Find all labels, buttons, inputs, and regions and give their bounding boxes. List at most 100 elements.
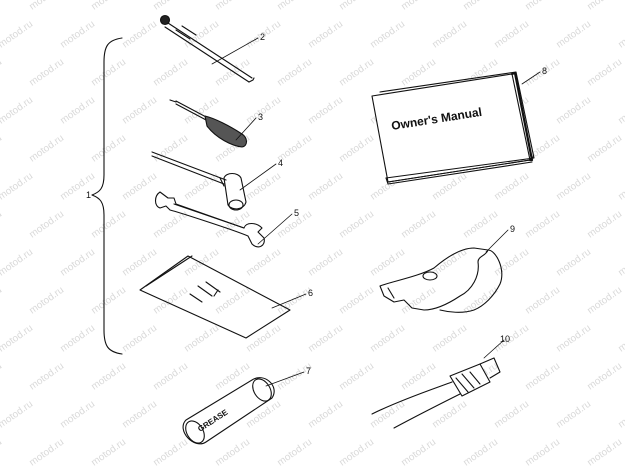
- watermark-text: motod.ru: [554, 399, 593, 431]
- callout-9: 9: [510, 224, 515, 234]
- callout-6: 6: [308, 288, 313, 298]
- watermark-text: motod.ru: [0, 0, 4, 12]
- watermark-text: motod.ru: [337, 285, 376, 317]
- watermark-text: motod.ru: [616, 171, 625, 203]
- watermark-text: motod.ru: [151, 437, 190, 468]
- watermark-text: motod.ru: [337, 0, 376, 12]
- watermark-text: motod.ru: [585, 57, 624, 89]
- callout-7: 7: [306, 366, 311, 376]
- watermark-text: motod.ru: [399, 57, 438, 89]
- callout-4: 4: [278, 158, 283, 168]
- watermark-text: motod.ru: [27, 57, 66, 89]
- watermark-text: motod.ru: [27, 437, 66, 468]
- watermark-text: motod.ru: [89, 285, 128, 317]
- watermark-text: motod.ru: [120, 323, 159, 355]
- watermark-text: motod.ru: [306, 171, 345, 203]
- watermark-text: motod.ru: [616, 247, 625, 279]
- leader-lines: [211, 37, 541, 387]
- watermark-text: motod.ru: [27, 285, 66, 317]
- watermark-text: motod.ru: [492, 171, 531, 203]
- callout-10: 10: [500, 334, 510, 344]
- watermark-text: motod.ru: [306, 323, 345, 355]
- watermark-text: motod.ru: [275, 437, 314, 468]
- watermark-text: motod.ru: [368, 323, 407, 355]
- watermark-text: motod.ru: [492, 19, 531, 51]
- watermark-text: motod.ru: [151, 209, 190, 241]
- watermark-text: motod.ru: [554, 247, 593, 279]
- watermark-text: motod.ru: [182, 323, 221, 355]
- watermark-text: motod.ru: [213, 285, 252, 317]
- watermark-text: motod.ru: [89, 0, 128, 12]
- watermark-text: motod.ru: [337, 133, 376, 165]
- watermark-text: motod.ru: [58, 399, 97, 431]
- watermark-text: motod.ru: [585, 437, 624, 468]
- watermark-text: motod.ru: [368, 19, 407, 51]
- watermark-text: motod.ru: [213, 0, 252, 12]
- grease-tube: [182, 377, 275, 445]
- watermark-text: motod.ru: [0, 437, 4, 468]
- watermark-text: motod.ru: [0, 323, 35, 355]
- watermark-text: motod.ru: [275, 57, 314, 89]
- watermark-text: motod.ru: [337, 209, 376, 241]
- open-end-wrench: [154, 191, 265, 248]
- watermark-text: motod.ru: [616, 323, 625, 355]
- watermark-text: motod.ru: [120, 171, 159, 203]
- watermark-text: motod.ru: [585, 0, 624, 12]
- screwdriver: [169, 99, 248, 148]
- watermark-text: motod.ru: [0, 399, 35, 431]
- watermark-text: motod.ru: [58, 323, 97, 355]
- watermark-text: motod.ru: [244, 171, 283, 203]
- watermark-text: motod.ru: [27, 133, 66, 165]
- callout-1: 1: [86, 190, 91, 200]
- watermark-text: motod.ru: [120, 19, 159, 51]
- watermark-text: motod.ru: [151, 57, 190, 89]
- watermark-text: motod.ru: [244, 323, 283, 355]
- watermark-text: motod.ru: [151, 285, 190, 317]
- fuse-connector: [371, 357, 501, 429]
- watermark-text: motod.ru: [89, 437, 128, 468]
- hook-spanner: [379, 247, 503, 313]
- watermark-text: motod.ru: [182, 247, 221, 279]
- watermark-text: motod.ru: [151, 0, 190, 12]
- watermark-text: motod.ru: [461, 209, 500, 241]
- watermark-text: motod.ru: [306, 19, 345, 51]
- watermark-text: motod.ru: [306, 247, 345, 279]
- watermark-text: motod.ru: [523, 0, 562, 12]
- callout-3: 3: [258, 112, 263, 122]
- watermark-text: motod.ru: [492, 323, 531, 355]
- watermark-text: motod.ru: [0, 95, 35, 127]
- callout-5: 5: [294, 208, 299, 218]
- watermark-text: motod.ru: [492, 399, 531, 431]
- watermark-text: motod.ru: [0, 247, 35, 279]
- watermark-text: motod.ru: [213, 57, 252, 89]
- callout-8: 8: [542, 66, 547, 76]
- watermark-text: motod.ru: [430, 171, 469, 203]
- watermark-text: motod.ru: [585, 133, 624, 165]
- socket-wrench: [151, 151, 247, 211]
- tommy-bar: [159, 14, 255, 83]
- callout-2: 2: [260, 32, 265, 42]
- watermark-text: motod.ru: [461, 437, 500, 468]
- watermark-text: motod.ru: [523, 361, 562, 393]
- bracket-group: [91, 37, 123, 355]
- watermark-text: motod.ru: [89, 133, 128, 165]
- watermark-text: motod.ru: [554, 323, 593, 355]
- watermark-text: motod.ru: [306, 399, 345, 431]
- owners-manual: [371, 71, 535, 185]
- watermark-text: motod.ru: [0, 19, 35, 51]
- watermark-text: motod.ru: [523, 437, 562, 468]
- watermark-text: motod.ru: [151, 361, 190, 393]
- watermark-text: motod.ru: [27, 361, 66, 393]
- watermark-text: motod.ru: [337, 437, 376, 468]
- watermark-text: motod.ru: [399, 209, 438, 241]
- watermark-text: motod.ru: [120, 399, 159, 431]
- watermark-text: motod.ru: [275, 0, 314, 12]
- watermark-text: motod.ru: [0, 361, 4, 393]
- watermark-text: motod.ru: [89, 57, 128, 89]
- watermark-text: motod.ru: [585, 209, 624, 241]
- watermark-text: motod.ru: [120, 247, 159, 279]
- watermark-text: motod.ru: [58, 19, 97, 51]
- watermark-text: motod.ru: [58, 171, 97, 203]
- tool-bag: [139, 255, 291, 339]
